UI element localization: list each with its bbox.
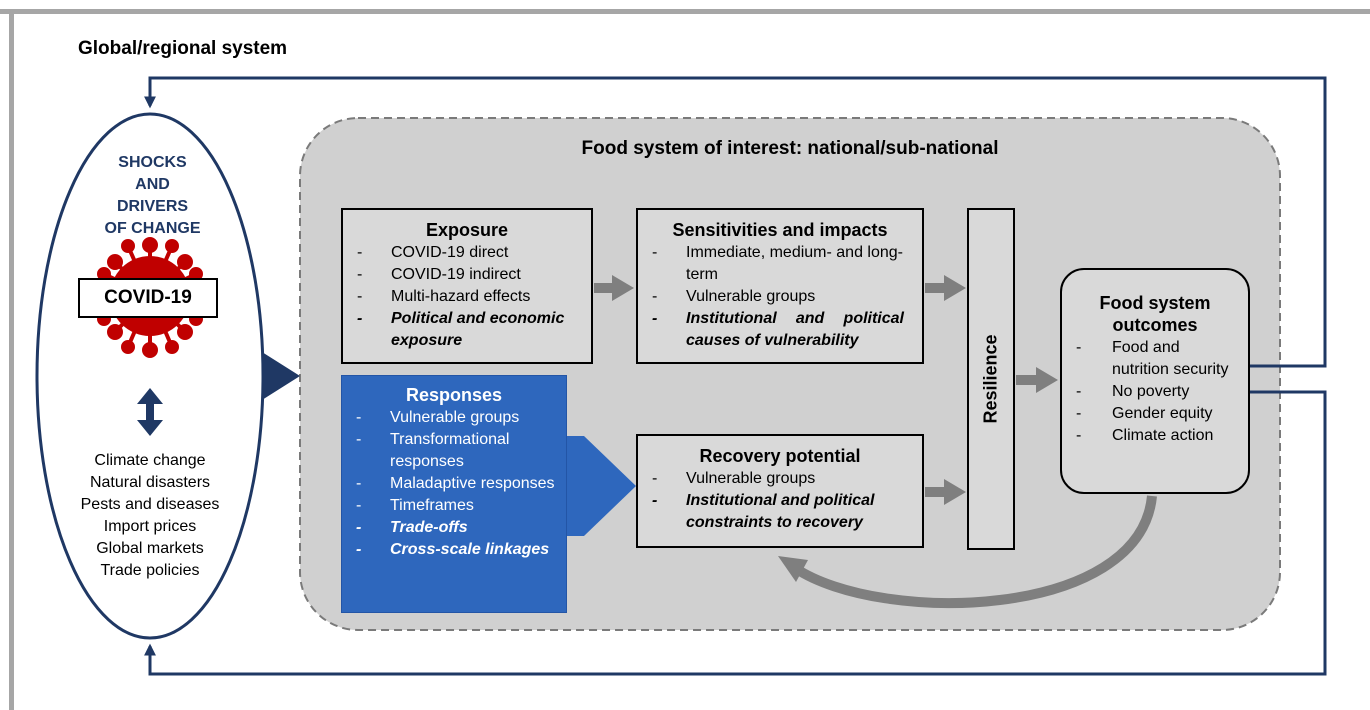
recovery-title: Recovery potential bbox=[699, 446, 861, 466]
exposure-item: COVID-19 indirect bbox=[343, 264, 591, 286]
responses-list: Vulnerable groups Transformational respo… bbox=[342, 407, 566, 561]
global-system-title: Global/regional system bbox=[78, 38, 288, 59]
responses-item: Maladaptive responses bbox=[342, 473, 566, 495]
arrow-resilience-to-outcomes bbox=[1016, 367, 1058, 393]
arrow-exposure-to-sensitivities bbox=[594, 275, 634, 301]
exposure-box: Exposure COVID-19 direct COVID-19 indire… bbox=[341, 208, 593, 364]
driver-item: Climate change bbox=[94, 452, 206, 469]
responses-box: Responses Vulnerable groups Transformati… bbox=[341, 375, 567, 613]
outcomes-item: Food and nutrition security bbox=[1062, 337, 1248, 381]
frame-border-top bbox=[0, 9, 1370, 14]
outcomes-box: Food system outcomes Food and nutrition … bbox=[1060, 268, 1250, 494]
shocks-pointer-icon bbox=[262, 352, 300, 400]
responses-emphasis-item: Trade-offs bbox=[342, 517, 566, 539]
recovery-list: Vulnerable groups Institutional and poli… bbox=[638, 468, 922, 534]
exposure-list: COVID-19 direct COVID-19 indirect Multi-… bbox=[343, 242, 591, 352]
curved-feedback-arrow bbox=[792, 495, 1157, 609]
outcomes-item: Climate action bbox=[1062, 425, 1248, 447]
responses-chevron-arrow bbox=[567, 436, 636, 536]
sensitivities-box: Sensitivities and impacts Immediate, med… bbox=[636, 208, 924, 364]
sensitivities-list: Immediate, medium- and long-term Vulnera… bbox=[638, 242, 922, 352]
driver-item: Global markets bbox=[96, 540, 204, 557]
responses-item: Vulnerable groups bbox=[342, 407, 566, 429]
drivers-list: Climate change Natural disasters Pests a… bbox=[60, 450, 240, 582]
exposure-item: COVID-19 direct bbox=[343, 242, 591, 264]
responses-item: Transformational responses bbox=[342, 429, 566, 473]
responses-item: Timeframes bbox=[342, 495, 566, 517]
driver-item: Natural disasters bbox=[89, 474, 211, 491]
driver-item: Pests and diseases bbox=[80, 496, 220, 513]
outcomes-list: Food and nutrition security No poverty G… bbox=[1062, 337, 1248, 447]
sensitivities-item: Vulnerable groups bbox=[638, 286, 922, 308]
curved-feedback-arrowhead-icon bbox=[778, 556, 808, 582]
exposure-emphasis-item: Political and economic exposure bbox=[343, 308, 591, 352]
sensitivities-item: Immediate, medium- and long-term bbox=[638, 242, 922, 286]
arrow-recovery-to-resilience bbox=[925, 479, 966, 505]
recovery-box: Recovery potential Vulnerable groups Ins… bbox=[636, 434, 924, 548]
driver-item: Import prices bbox=[103, 518, 197, 535]
food-system-area-title: Food system of interest: national/sub-na… bbox=[581, 138, 999, 159]
outcomes-item: No poverty bbox=[1062, 381, 1248, 403]
responses-emphasis-item: Cross-scale linkages bbox=[342, 539, 566, 561]
frame-border-left bbox=[9, 9, 14, 710]
resilience-label: Resilience bbox=[980, 334, 1001, 424]
shocks-title-line: AND DRIVERS bbox=[116, 176, 189, 215]
exposure-item: Multi-hazard effects bbox=[343, 286, 591, 308]
arrow-sensitivities-to-resilience bbox=[925, 275, 966, 301]
recovery-item: Vulnerable groups bbox=[638, 468, 922, 490]
outcomes-item: Gender equity bbox=[1062, 403, 1248, 425]
shocks-title-line: OF CHANGE bbox=[104, 220, 201, 237]
double-arrow-icon bbox=[137, 388, 163, 436]
outcomes-to-shocks-loop-bottom bbox=[144, 390, 1327, 676]
sensitivities-emphasis-item: Institutional and political causes of vu… bbox=[638, 308, 922, 352]
sensitivities-title: Sensitivities and impacts bbox=[672, 220, 888, 240]
exposure-title: Exposure bbox=[425, 220, 509, 240]
recovery-emphasis-item: Institutional and political constraints … bbox=[638, 490, 922, 534]
covid-label: COVID-19 bbox=[78, 278, 218, 318]
responses-title: Responses bbox=[405, 385, 503, 405]
driver-item: Trade policies bbox=[100, 562, 200, 579]
resilience-box: Resilience bbox=[967, 208, 1015, 550]
outcomes-title: Food system outcomes bbox=[1099, 293, 1211, 335]
shocks-title: SHOCKS AND DRIVERS OF CHANGE bbox=[100, 152, 205, 240]
outcomes-to-shocks-loop-top bbox=[144, 76, 1327, 368]
shocks-title-line: SHOCKS bbox=[118, 154, 187, 171]
